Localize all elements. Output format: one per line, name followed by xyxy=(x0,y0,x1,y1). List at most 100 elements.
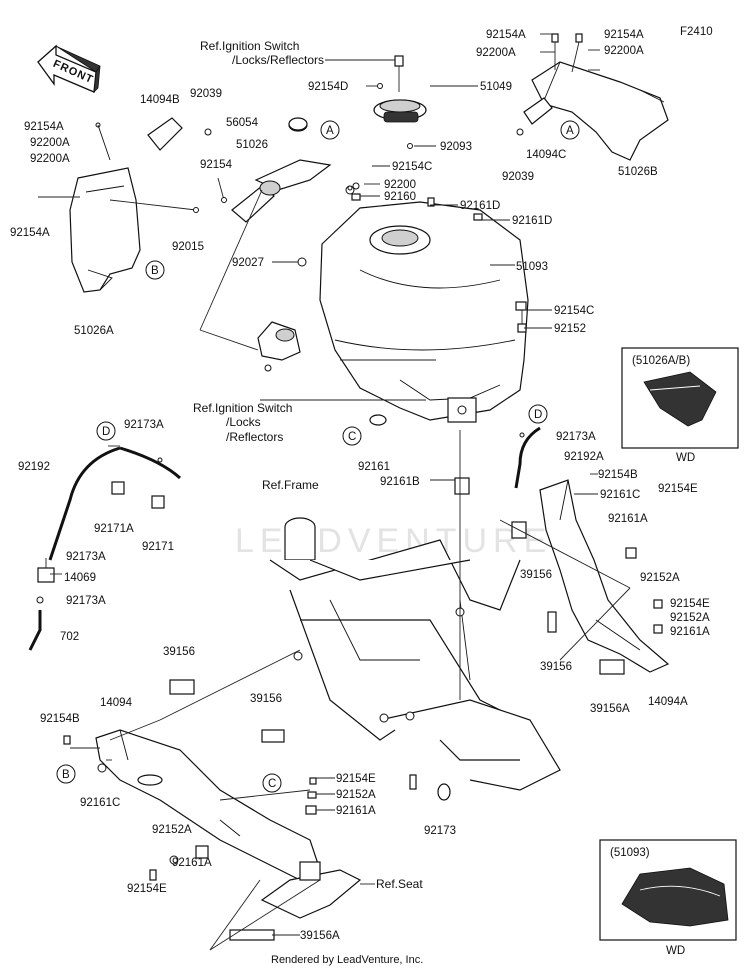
callout-A-2: A xyxy=(560,120,580,140)
hose-92192A xyxy=(514,426,541,489)
part-label: 702 xyxy=(60,631,79,643)
part-label: 92173A xyxy=(124,419,164,431)
part-label: 92154C xyxy=(554,305,594,317)
part-label: 92171A xyxy=(94,523,134,535)
left-upper-cover-group xyxy=(38,117,212,293)
part-label: 92154A xyxy=(10,227,50,239)
part-label: 39156 xyxy=(540,661,572,673)
part-label: 39156A xyxy=(590,703,630,715)
part-label: 39156A xyxy=(300,930,340,942)
part-label: 92173A xyxy=(66,551,106,563)
svg-text:B: B xyxy=(151,265,159,277)
fuel-cap-51049 xyxy=(373,55,427,149)
ref-ignition-top-line2: /Locks/Reflectors xyxy=(232,53,324,67)
part-label: 92200 xyxy=(384,179,416,191)
part-label: 92200A xyxy=(30,153,70,165)
part-label: 14094 xyxy=(100,697,133,709)
part-label: 92161C xyxy=(600,489,640,501)
part-label: 92192 xyxy=(18,461,50,473)
part-label: 92154E xyxy=(336,773,376,785)
part-label: 92161D xyxy=(512,215,552,227)
part-label: 92154B xyxy=(40,713,80,725)
part-label: 14094C xyxy=(526,149,566,161)
callout-D-2: D xyxy=(96,421,116,441)
part-label: 39156 xyxy=(520,569,552,581)
part-label: 51093 xyxy=(516,261,548,273)
right-upper-cover-51026B xyxy=(516,33,669,161)
part-label: 92161A xyxy=(172,857,212,869)
footer-credit: Rendered by LeadVenture, Inc. xyxy=(271,954,423,966)
callout-A-1: A xyxy=(320,120,340,140)
part-label: 92161B xyxy=(380,476,420,488)
part-label: 51049 xyxy=(480,81,512,93)
part-label: 92154E xyxy=(658,483,698,495)
part-label: 92154E xyxy=(670,598,710,610)
part-label: 51026 xyxy=(236,139,268,151)
front-arrow-icon: FRONT xyxy=(37,44,101,94)
svg-text:(51026A/B): (51026A/B) xyxy=(632,355,690,367)
hose-92192 xyxy=(28,446,182,651)
part-label: 92161C xyxy=(80,797,120,809)
svg-text:C: C xyxy=(348,431,356,443)
part-label: 14069 xyxy=(64,572,96,584)
part-label: 14094B xyxy=(140,94,180,106)
part-label: 92161 xyxy=(358,461,390,473)
svg-text:C: C xyxy=(268,778,276,790)
seat-bracket xyxy=(229,861,362,941)
callout-D-1: D xyxy=(528,404,548,424)
part-label: 92173 xyxy=(424,825,456,837)
part-label: 92039 xyxy=(190,88,222,100)
svg-text:B: B xyxy=(62,769,70,781)
part-label: 92161A xyxy=(608,513,648,525)
part-label: 92192A xyxy=(564,451,604,463)
part-label: 92039 xyxy=(502,171,534,183)
part-label: 14094A xyxy=(648,696,688,708)
ref-seat: Ref.Seat xyxy=(376,877,423,891)
part-label: 92161D xyxy=(460,200,500,212)
part-label: 92015 xyxy=(172,241,204,253)
part-labels: 92154A 92200A 92200A 92154A 14094B 92039… xyxy=(10,29,710,942)
part-label: 92152 xyxy=(554,323,586,335)
part-label: 92154 xyxy=(200,159,233,171)
part-label: 92161A xyxy=(670,626,710,638)
part-label: 92154A xyxy=(486,29,526,41)
ref-ignition-mid-line3: /Reflectors xyxy=(226,430,283,444)
ref-frame: Ref.Frame xyxy=(262,478,319,492)
part-label: 92200A xyxy=(604,45,644,57)
inset-51093: (51093) WD xyxy=(599,839,737,957)
part-label: 92154B xyxy=(598,469,638,481)
svg-text:WD: WD xyxy=(666,945,685,957)
part-label: 39156 xyxy=(163,646,195,658)
ref-ignition-top-line1: Ref.Ignition Switch xyxy=(200,39,299,53)
svg-text:A: A xyxy=(566,125,574,137)
part-label: 92152A xyxy=(640,572,680,584)
svg-text:D: D xyxy=(534,409,542,421)
part-label: 92171 xyxy=(142,541,174,553)
part-label: 92152A xyxy=(336,789,376,801)
ref-ignition-mid-line2: /Locks xyxy=(226,415,261,429)
svg-text:D: D xyxy=(102,426,110,438)
part-label: 39156 xyxy=(250,693,282,705)
part-label: 92154A xyxy=(604,29,644,41)
part-label: 92154C xyxy=(392,161,432,173)
svg-text:A: A xyxy=(326,125,334,137)
callout-B-2: B xyxy=(56,764,76,784)
part-label: 92154E xyxy=(127,883,167,895)
part-label: 92154A xyxy=(24,121,64,133)
grommets xyxy=(63,117,663,881)
right-frame-cover-14094A xyxy=(539,479,670,673)
part-label: 51026B xyxy=(618,166,658,178)
frame xyxy=(269,517,561,791)
svg-text:WD: WD xyxy=(676,452,695,464)
part-label: 92154D xyxy=(308,81,348,93)
ref-ignition-mid-line1: Ref.Ignition Switch xyxy=(193,401,292,415)
part-label: 92027 xyxy=(232,257,264,269)
diagram-code: F2410 xyxy=(680,26,713,38)
part-label: 92160 xyxy=(384,191,416,203)
ignition-lock-assembly xyxy=(257,321,301,372)
leader-lines xyxy=(50,33,631,951)
ignition-cover-51026 xyxy=(217,118,332,223)
callout-B-1: B xyxy=(145,260,165,280)
part-label: 92173A xyxy=(66,595,106,607)
